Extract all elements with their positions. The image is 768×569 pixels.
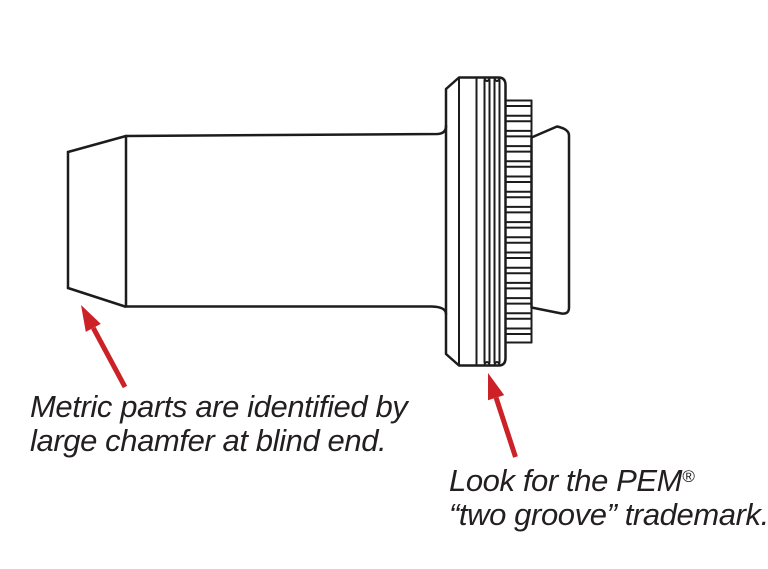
groove-lines — [483, 77, 501, 366]
knurl-teeth — [503, 99, 533, 344]
metric-note-line1: Metric parts are identified by — [30, 389, 408, 424]
pilot-end — [530, 125, 571, 315]
registered-trademark-symbol: ® — [682, 467, 695, 486]
trademark-note-line2: “two groove” trademark. — [449, 497, 768, 532]
blind-end-chamfer — [66, 134, 128, 308]
metric-note-line2: large chamfer at blind end. — [30, 423, 387, 458]
trademark-note-text: Look for the PEM — [449, 463, 683, 498]
trademark-arrow — [488, 373, 518, 458]
trademark-note: Look for the PEM® “two groove” trademark… — [449, 460, 768, 532]
body-cylinder — [123, 124, 448, 316]
metric-note: Metric parts are identified by large cha… — [30, 389, 408, 458]
flange-head — [444, 76, 507, 367]
trademark-note-line1: Look for the PEM® — [449, 460, 768, 498]
metric-arrow — [81, 305, 128, 389]
